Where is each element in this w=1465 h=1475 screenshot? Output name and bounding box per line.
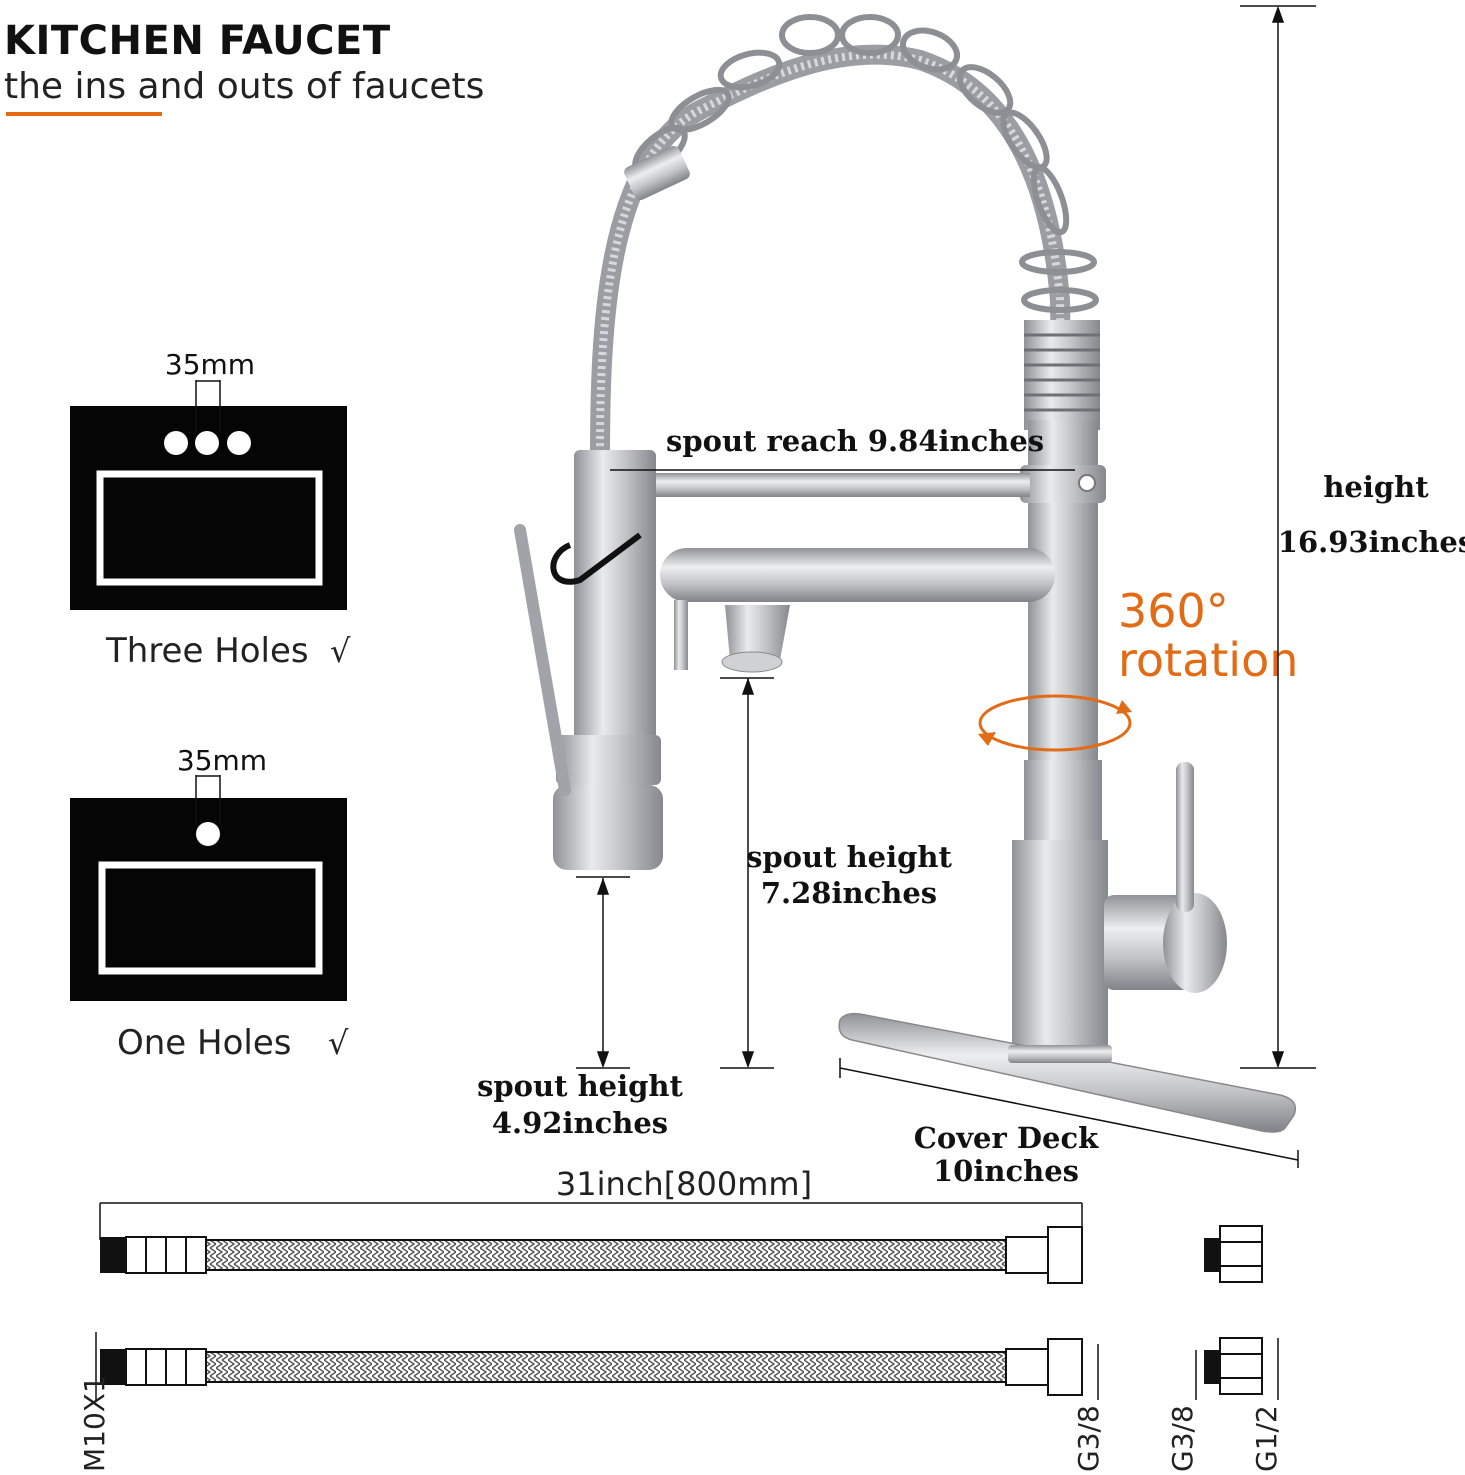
sprayer-hook — [550, 532, 642, 585]
faucet-hole — [227, 431, 251, 455]
hose-length-dimension — [99, 1202, 1083, 1240]
sink-one-hole: 35mm One Holes √ — [70, 744, 349, 1063]
water-hose — [100, 1226, 1083, 1284]
sprayer-lever — [514, 524, 571, 796]
spring-base-coil — [1024, 320, 1100, 430]
spout-lever — [674, 600, 688, 670]
handle-lever — [1176, 762, 1194, 912]
cover-deck-value: 10inches — [933, 1154, 1079, 1188]
adapter-label-in: G3/8 — [1166, 1405, 1199, 1472]
arrowhead — [596, 1051, 610, 1069]
height-value: 16.93inches — [1278, 525, 1465, 559]
braided-hose-texture — [596, 50, 1066, 461]
hose-braid — [205, 1351, 1007, 1383]
braided-hose — [590, 44, 1072, 470]
rotation-label: rotation — [1118, 633, 1298, 687]
faucet-hole — [196, 822, 220, 846]
arrowhead — [1271, 5, 1285, 23]
sink-basin-outline — [98, 861, 323, 975]
hose-threaded-end — [100, 1349, 126, 1385]
cover-deck-line — [839, 1067, 1299, 1161]
hose-length-label: 31inch[800mm] — [556, 1165, 812, 1203]
hose-adapter — [1204, 1225, 1263, 1283]
spout-reach-arm — [600, 473, 1030, 497]
hole-spacing-label: 35mm — [177, 744, 267, 777]
page-subtitle: the ins and outs of faucets — [4, 66, 485, 107]
spout-height-low-label: spout height — [477, 1069, 683, 1103]
check-mark: √ — [328, 1024, 349, 1062]
spout-height-high-label: spout height — [746, 840, 952, 874]
hose-adapter — [1195, 1337, 1279, 1400]
rotation-indicator: 360° rotation — [978, 584, 1298, 752]
page-title: KITCHEN FAUCET — [4, 18, 391, 64]
cover-deck-label: Cover Deck — [914, 1121, 1099, 1155]
rotation-degrees: 360° — [1118, 584, 1229, 638]
lower-column — [1024, 760, 1102, 850]
title-underline — [6, 112, 162, 116]
hose-ferrule — [1005, 1236, 1049, 1274]
arrowhead — [741, 677, 755, 695]
handle-cap — [1163, 893, 1227, 993]
adapter-label-out: G1/2 — [1250, 1405, 1283, 1472]
collar-button — [1078, 474, 1096, 492]
cover-deck-plate — [838, 1012, 1297, 1133]
thread-label-inlet: M10X1 — [78, 1375, 111, 1472]
faucet-illustration — [514, 14, 1297, 1133]
arrowhead — [596, 877, 610, 895]
faucet-base — [1012, 840, 1108, 1050]
dimension-lines — [576, 5, 1316, 1168]
arrowhead — [1271, 1051, 1285, 1069]
height-label: height — [1323, 470, 1429, 504]
aerator-tip — [721, 651, 783, 673]
hose-nozzle — [624, 145, 690, 201]
faucet-hole — [195, 431, 219, 455]
check-mark: √ — [330, 632, 351, 670]
sink-basin-outline — [96, 470, 323, 586]
thread-label-outlet: G3/8 — [1072, 1405, 1105, 1472]
base-ring — [1008, 1045, 1112, 1063]
spout-aerator — [725, 605, 790, 660]
sink-type-label: Three Holes — [105, 631, 309, 671]
hose-ferrule — [1005, 1348, 1049, 1386]
sprayer-ring — [556, 735, 661, 785]
water-hose — [95, 1332, 1099, 1400]
spout-height-low-value: 4.92inches — [492, 1106, 668, 1140]
lower-spout — [660, 548, 1055, 602]
rotation-arrow — [978, 694, 1132, 752]
hose-nut — [1047, 1338, 1083, 1396]
rotation-arrowhead — [978, 732, 996, 746]
spout-reach-label: spout reach 9.84inches — [666, 424, 1044, 458]
arrowhead — [741, 1051, 755, 1069]
sink-three-holes: 35mm Three Holes √ — [70, 348, 351, 671]
spring-base-lines — [1024, 333, 1100, 412]
sink-type-label: One Holes — [117, 1023, 291, 1063]
hose-threaded-end — [100, 1237, 126, 1273]
spout-height-high-value: 7.28inches — [761, 876, 937, 910]
hose-nut — [1047, 1226, 1083, 1284]
sprayer-head — [553, 785, 663, 870]
hose-braid — [205, 1239, 1007, 1271]
rotation-arrowhead — [1116, 700, 1132, 714]
faucet-hole — [164, 431, 188, 455]
hole-spacing-label: 35mm — [165, 348, 255, 381]
sprayer-body — [574, 450, 656, 750]
